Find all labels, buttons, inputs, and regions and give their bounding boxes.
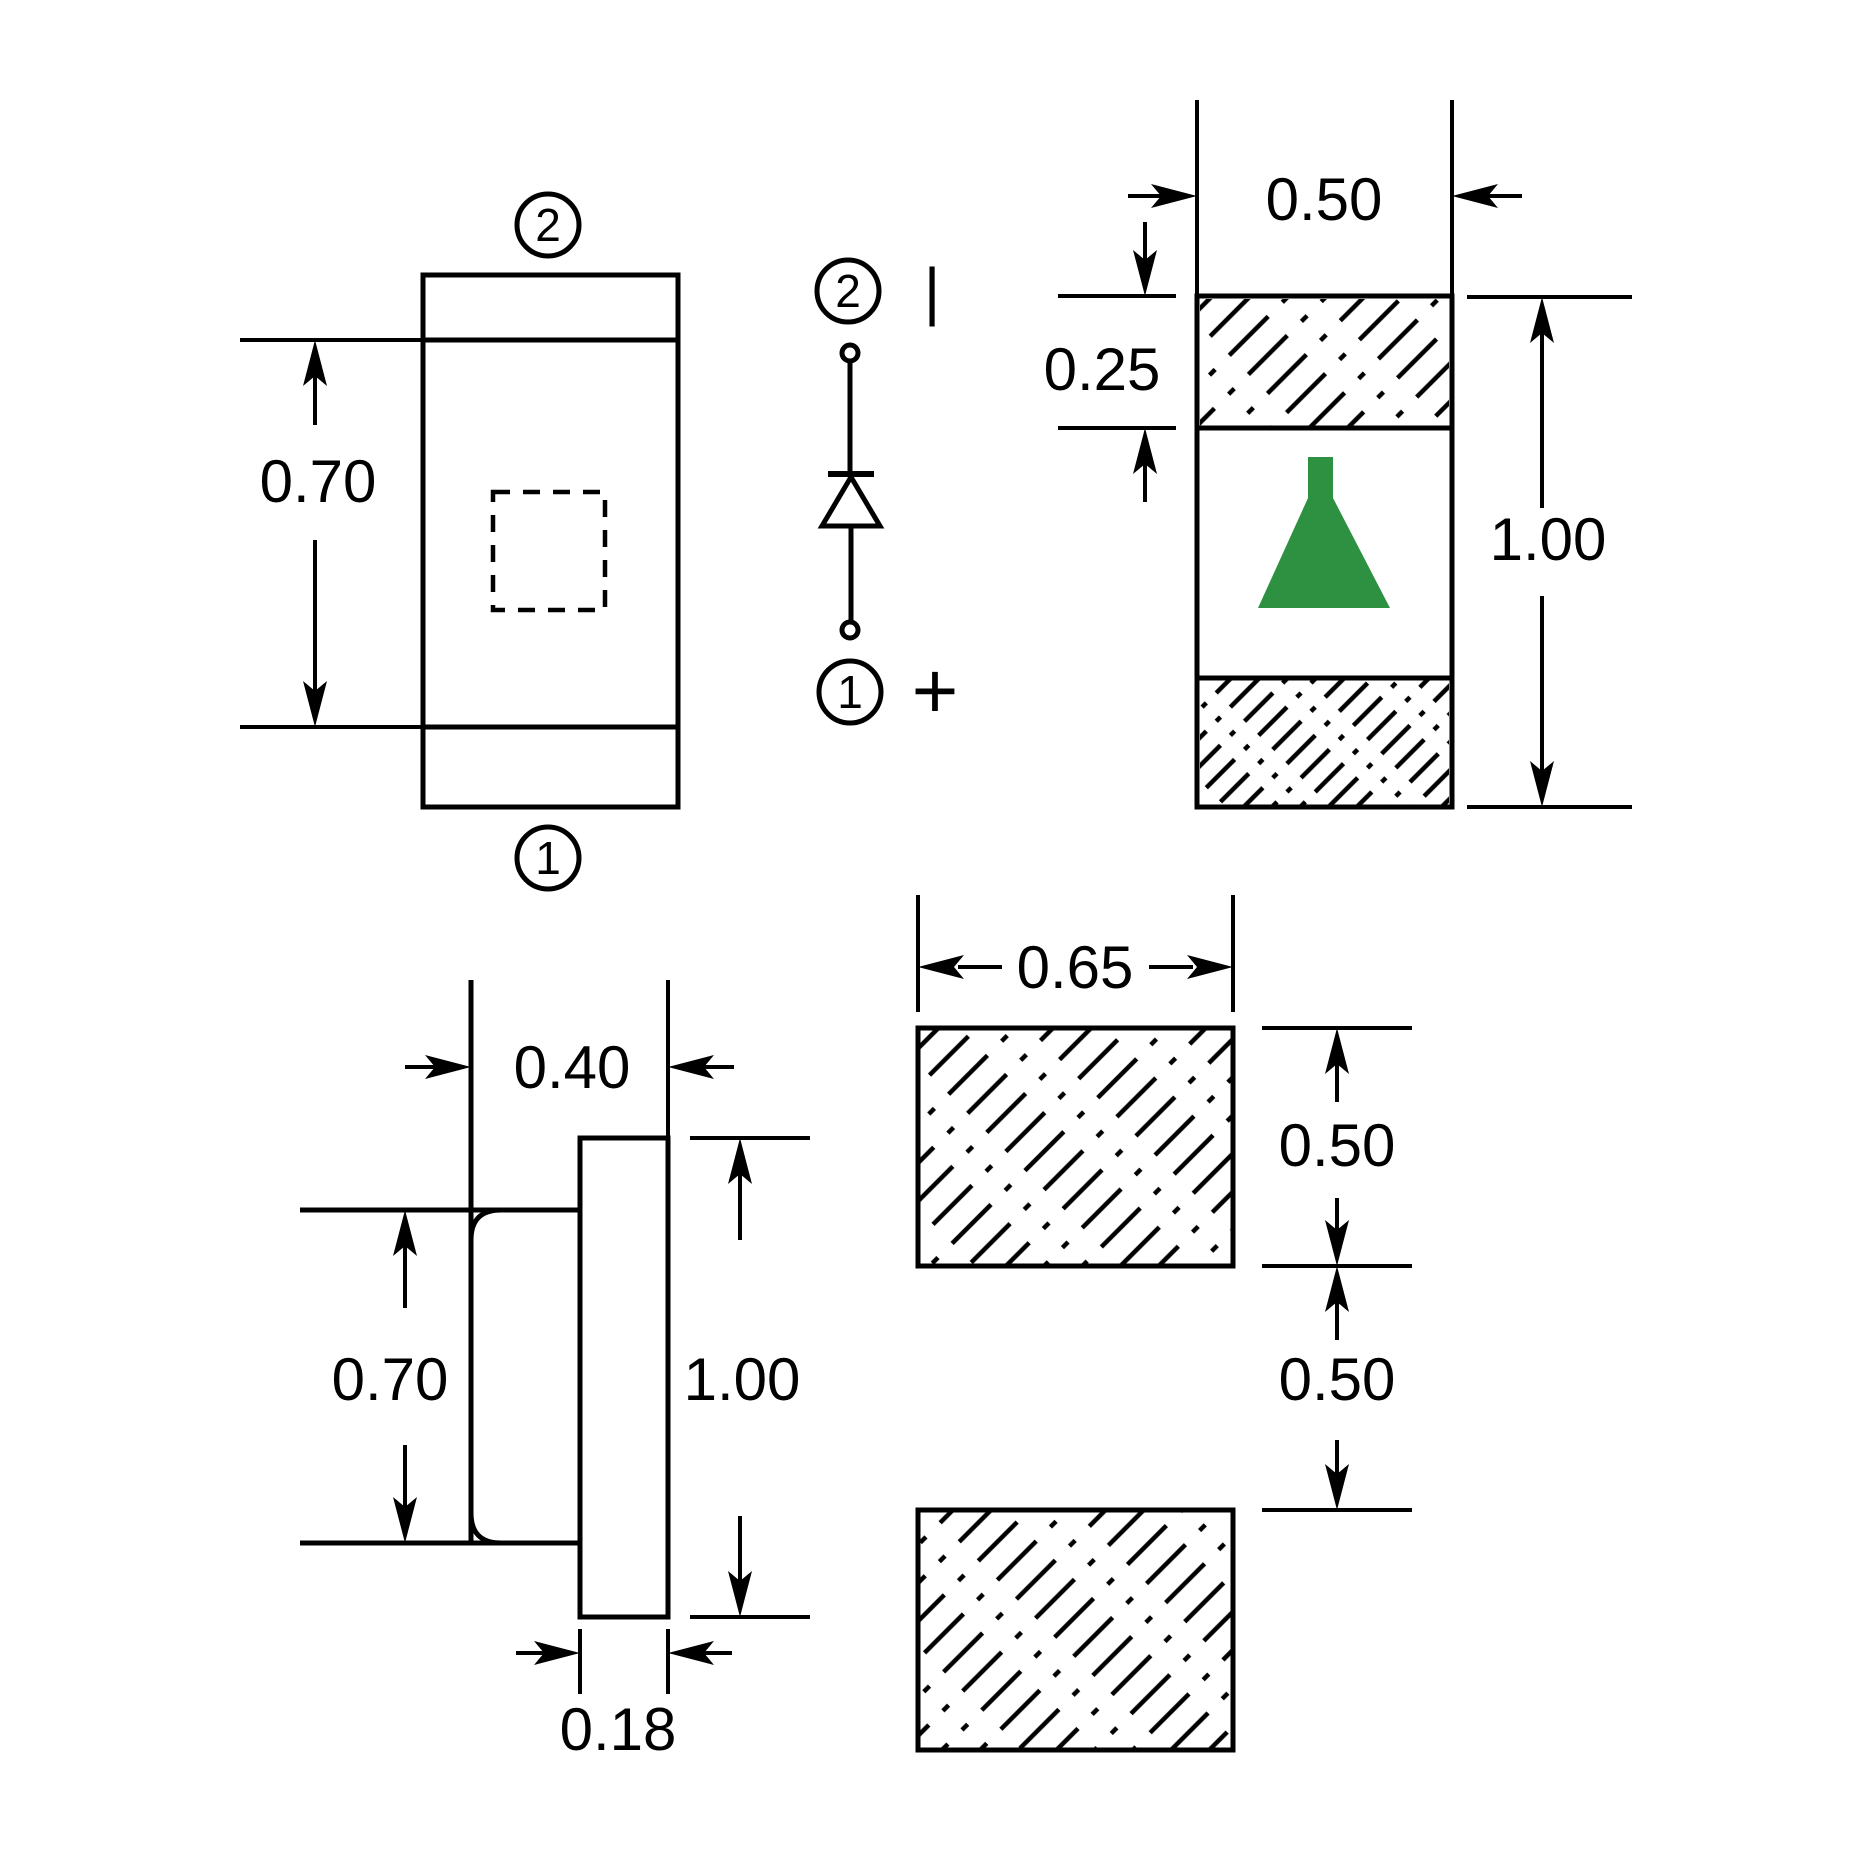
- pin2-circle: [514, 191, 582, 259]
- package-outline-front-view: [1194, 293, 1455, 810]
- dim-value-050-gap: 0.50: [1279, 1346, 1396, 1413]
- package-outline-top-view: [420, 272, 681, 810]
- dim-value-065: 0.65: [1017, 934, 1134, 1001]
- arrow-up-icon: [1133, 428, 1157, 474]
- arrow-up-icon: [393, 1210, 417, 1256]
- solder-pad-top: [915, 1025, 1236, 1269]
- body-corner-round-bottom: [468, 1512, 502, 1546]
- dim-value-070: 0.70: [260, 448, 377, 515]
- dim-value-050-width: 0.50: [1266, 166, 1383, 233]
- anode-plus-mark: +: [912, 646, 959, 735]
- schematic-symbol: 2 | 1 +: [814, 255, 959, 735]
- terminal-node-top: [839, 342, 861, 364]
- arrow-left-icon: [668, 1641, 714, 1665]
- arrow-up-icon: [303, 340, 327, 386]
- arrow-down-icon: [1325, 1464, 1349, 1510]
- body-corner-round-top: [468, 1207, 502, 1241]
- solder-pad-bottom: [915, 1507, 1236, 1753]
- diode-triangle: [817, 472, 885, 529]
- dim-value-025: 0.25: [1044, 336, 1161, 403]
- dim-value-018: 0.18: [560, 1696, 677, 1763]
- dim-value-100-height: 1.00: [1490, 506, 1607, 573]
- terminal-hatch-top: [1200, 299, 1449, 426]
- dim-value-050-pad: 0.50: [1279, 1112, 1396, 1179]
- dim-value-070-side: 0.70: [332, 1346, 449, 1413]
- die-outline-dashed: [490, 489, 608, 613]
- terminal-slab: [577, 1135, 671, 1620]
- pin2-label: 2: [835, 265, 861, 317]
- pin1-label: 1: [837, 666, 863, 718]
- pin1-circle: [816, 658, 884, 726]
- arrow-down-icon: [393, 1497, 417, 1543]
- arrow-down-icon: [1325, 1220, 1349, 1266]
- arrow-up-icon: [1530, 297, 1554, 343]
- arrow-down-icon: [728, 1571, 752, 1617]
- terminal-node-bottom: [839, 619, 861, 641]
- arrow-left-icon: [1452, 184, 1498, 208]
- cathode-minus-mark: |: [924, 255, 941, 327]
- pin1-circle: [514, 824, 582, 892]
- arrow-up-icon: [1325, 1028, 1349, 1074]
- arrow-right-icon: [1187, 955, 1233, 979]
- dim-value-100-side: 1.00: [684, 1346, 801, 1413]
- pin2-circle: [814, 257, 882, 325]
- arrow-up-icon: [728, 1138, 752, 1184]
- arrow-left-icon: [918, 955, 964, 979]
- side-view: 0.40 0.70 1.00 0.18: [300, 980, 810, 1763]
- arrow-right-icon: [425, 1055, 471, 1079]
- terminal-hatch-bottom: [1200, 680, 1449, 805]
- green-polarity-mark: [1258, 457, 1390, 608]
- arrow-down-icon: [1133, 250, 1157, 296]
- arrow-right-icon: [534, 1641, 580, 1665]
- arrow-left-icon: [668, 1055, 714, 1079]
- land-pattern: 0.65 0.50 0.50: [915, 895, 1412, 1753]
- arrow-down-icon: [303, 681, 327, 727]
- arrow-up-icon: [1325, 1266, 1349, 1312]
- arrow-down-icon: [1530, 761, 1554, 807]
- pin1-label: 1: [535, 832, 561, 884]
- pin2-label: 2: [535, 199, 561, 251]
- dim-value-040: 0.40: [514, 1034, 631, 1101]
- top-view: 2 1 0.70: [240, 191, 681, 892]
- arrow-right-icon: [1151, 184, 1197, 208]
- front-view: 0.50 0.25 1.00: [1044, 100, 1632, 810]
